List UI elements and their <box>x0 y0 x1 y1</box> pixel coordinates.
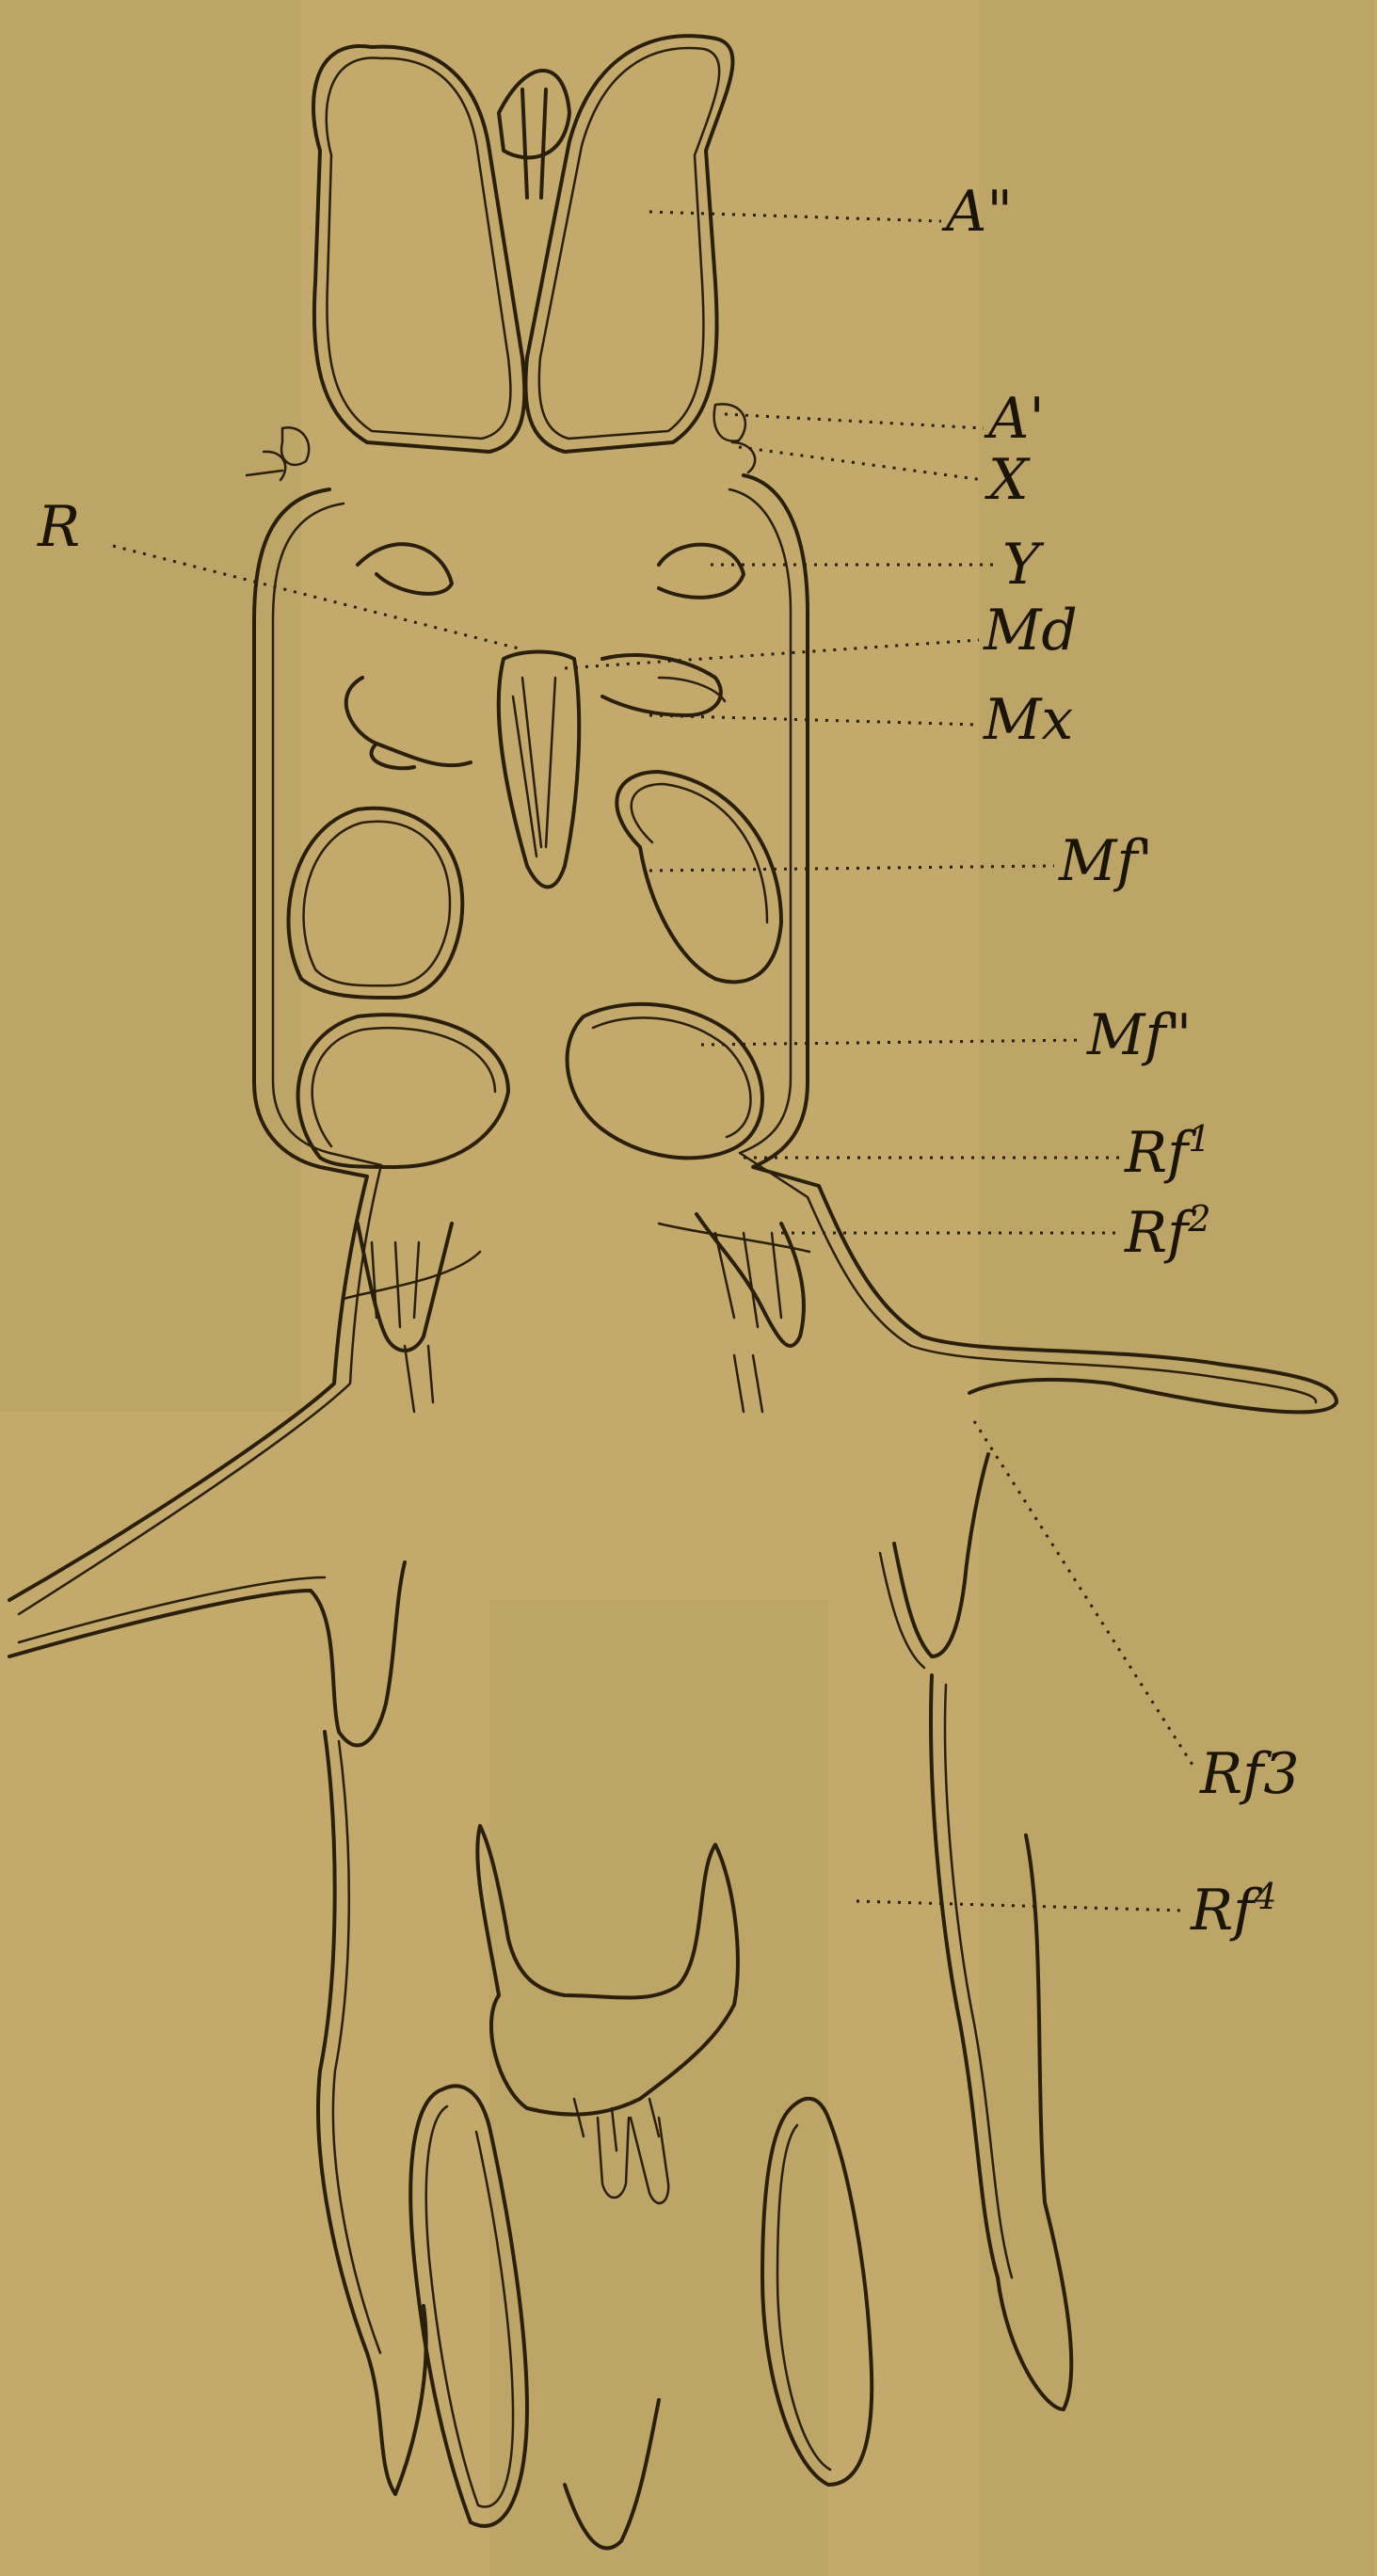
label-A1: A' <box>984 386 1045 452</box>
antenna-second-pair <box>313 36 733 452</box>
swimming-feet <box>344 1214 809 1412</box>
label-Mf2: Mf" <box>1086 1002 1192 1068</box>
label-X: X <box>985 447 1031 513</box>
label-Rf2-superscript: 2 <box>1187 1198 1210 1240</box>
label-Rf1-superscript: 1 <box>1188 1118 1210 1160</box>
label-Mx: Mx <box>983 687 1073 753</box>
label-Rf3: Rf3 <box>1199 1741 1300 1807</box>
maxillipeds <box>289 772 782 1167</box>
label-Y: Y <box>1002 532 1045 598</box>
label-A2: A" <box>941 179 1013 245</box>
label-Rf4-superscript: 4 <box>1253 1876 1276 1917</box>
label-Md: Md <box>983 598 1078 664</box>
antenna-first-pair <box>247 404 755 480</box>
mouthparts <box>346 652 725 888</box>
label-R: R <box>37 494 80 560</box>
y-organs <box>358 544 744 598</box>
label-Mf1: Mf' <box>1058 828 1153 894</box>
